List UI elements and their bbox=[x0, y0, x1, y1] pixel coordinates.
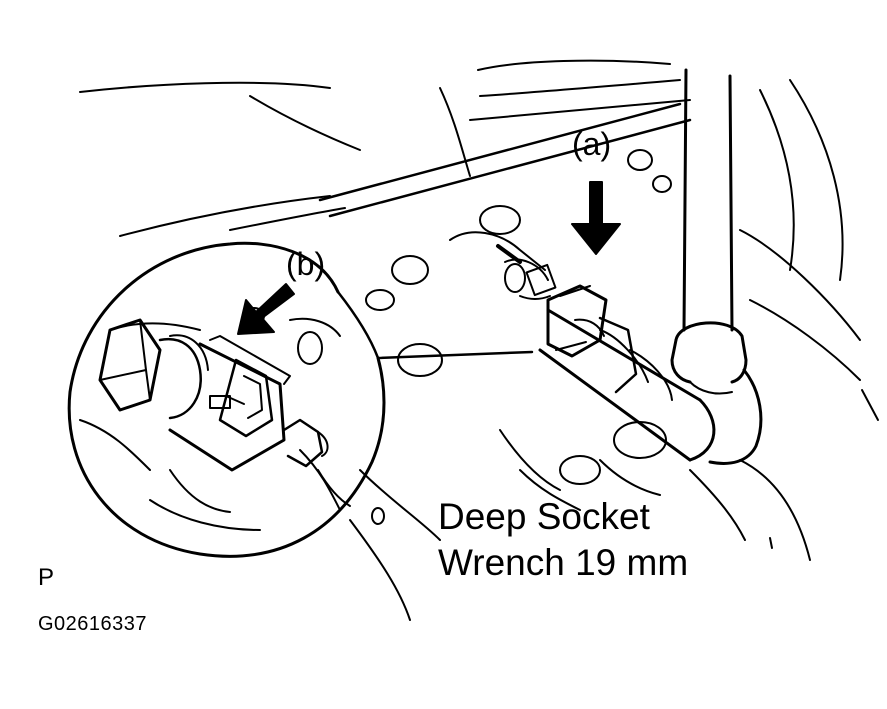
callout-leader-lines bbox=[336, 290, 534, 360]
magnified-detail-circle bbox=[67, 241, 386, 558]
tool-label-line-2: Wrench 19 mm bbox=[438, 541, 689, 583]
deep-socket-wrench bbox=[538, 68, 763, 465]
engine-background-lines bbox=[79, 59, 879, 621]
position-code: P bbox=[38, 564, 55, 591]
tool-label-line-1: Deep Socket bbox=[438, 496, 650, 537]
callout-a-label: (a) bbox=[572, 126, 612, 162]
engine-bolts bbox=[365, 149, 672, 525]
tool-label: Deep Socket Wrench 19 mm bbox=[438, 494, 688, 585]
figure-id: G02616337 bbox=[38, 613, 148, 635]
down-left-arrow-icon bbox=[237, 283, 295, 335]
callout-b-label: (b) bbox=[286, 246, 326, 282]
sensor-main-view bbox=[449, 231, 557, 300]
down-arrow-icon bbox=[571, 181, 621, 255]
